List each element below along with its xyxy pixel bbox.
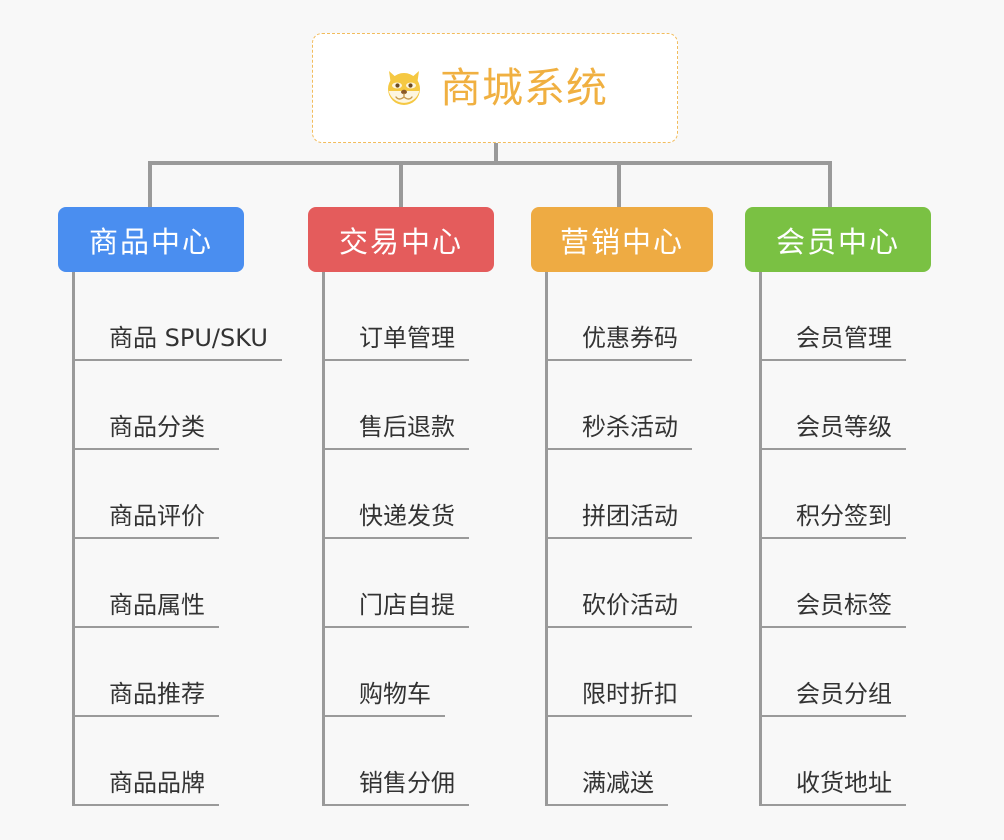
leaf-label: 商品 SPU/SKU — [75, 324, 282, 361]
leaf-item[interactable]: 售后退款 — [325, 361, 558, 450]
root-title: 商城系统 — [440, 63, 608, 112]
leaf-label: 优惠券码 — [548, 324, 692, 361]
category-header-3[interactable]: 营销中心 — [531, 207, 713, 272]
leaf-list-2: 订单管理 售后退款 快递发货 门店自提 购物车 销售分佣 — [322, 272, 558, 806]
leaf-label: 商品分类 — [75, 413, 219, 450]
leaf-item[interactable]: 快递发货 — [325, 450, 558, 539]
leaf-label: 商品推荐 — [75, 680, 219, 717]
leaf-item[interactable]: 商品品牌 — [75, 717, 358, 806]
leaf-list-1: 商品 SPU/SKU 商品分类 商品评价 商品属性 商品推荐 商品品牌 — [72, 272, 358, 806]
leaf-item[interactable]: 优惠券码 — [548, 272, 781, 361]
category-header-4[interactable]: 会员中心 — [745, 207, 931, 272]
connector-drop-4 — [828, 161, 832, 208]
leaf-label: 秒杀活动 — [548, 413, 692, 450]
leaf-label: 限时折扣 — [548, 680, 692, 717]
connector-drop-2 — [399, 161, 403, 208]
leaf-item[interactable]: 购物车 — [325, 628, 558, 717]
leaf-label: 快递发货 — [325, 502, 469, 539]
leaf-label: 商品属性 — [75, 591, 219, 628]
connector-drop-1 — [148, 161, 152, 208]
category-column-3: 营销中心 优惠券码 秒杀活动 拼团活动 砍价活动 限时折扣 满减送 — [531, 207, 781, 806]
category-column-2: 交易中心 订单管理 售后退款 快递发货 门店自提 购物车 销售分佣 — [308, 207, 558, 806]
leaf-list-4: 会员管理 会员等级 积分签到 会员标签 会员分组 收货地址 — [759, 272, 995, 806]
leaf-item[interactable]: 拼团活动 — [548, 450, 781, 539]
connector-drop-3 — [617, 161, 621, 208]
leaf-label: 会员分组 — [762, 680, 906, 717]
leaf-item[interactable]: 商品 SPU/SKU — [75, 272, 358, 361]
leaf-label: 购物车 — [325, 680, 445, 717]
root-node[interactable]: 商城系统 — [312, 33, 678, 143]
shiba-dog-face-icon — [382, 66, 426, 110]
leaf-list-3: 优惠券码 秒杀活动 拼团活动 砍价活动 限时折扣 满减送 — [545, 272, 781, 806]
leaf-item[interactable]: 商品分类 — [75, 361, 358, 450]
leaf-label: 商品评价 — [75, 502, 219, 539]
leaf-item[interactable]: 销售分佣 — [325, 717, 558, 806]
leaf-label: 会员标签 — [762, 591, 906, 628]
leaf-item[interactable]: 商品评价 — [75, 450, 358, 539]
leaf-label: 积分签到 — [762, 502, 906, 539]
leaf-label: 门店自提 — [325, 591, 469, 628]
category-header-2[interactable]: 交易中心 — [308, 207, 494, 272]
leaf-label: 收货地址 — [762, 769, 906, 806]
category-column-1: 商品中心 商品 SPU/SKU 商品分类 商品评价 商品属性 商品推荐 商品品牌 — [58, 207, 358, 806]
leaf-item[interactable]: 会员分组 — [762, 628, 995, 717]
leaf-item[interactable]: 收货地址 — [762, 717, 995, 806]
leaf-label: 会员管理 — [762, 324, 906, 361]
leaf-label: 商品品牌 — [75, 769, 219, 806]
leaf-item[interactable]: 会员等级 — [762, 361, 995, 450]
connector-root-stem — [494, 143, 498, 164]
leaf-item[interactable]: 积分签到 — [762, 450, 995, 539]
leaf-label: 订单管理 — [325, 324, 469, 361]
leaf-label: 拼团活动 — [548, 502, 692, 539]
leaf-item[interactable]: 会员标签 — [762, 539, 995, 628]
leaf-item[interactable]: 会员管理 — [762, 272, 995, 361]
leaf-label: 砍价活动 — [548, 591, 692, 628]
leaf-label: 售后退款 — [325, 413, 469, 450]
leaf-item[interactable]: 秒杀活动 — [548, 361, 781, 450]
category-header-1[interactable]: 商品中心 — [58, 207, 244, 272]
leaf-label: 满减送 — [548, 769, 668, 806]
leaf-label: 会员等级 — [762, 413, 906, 450]
leaf-item[interactable]: 门店自提 — [325, 539, 558, 628]
connector-horizontal-bus — [148, 161, 832, 165]
leaf-item[interactable]: 限时折扣 — [548, 628, 781, 717]
leaf-item[interactable]: 商品属性 — [75, 539, 358, 628]
leaf-item[interactable]: 订单管理 — [325, 272, 558, 361]
leaf-item[interactable]: 商品推荐 — [75, 628, 358, 717]
leaf-item[interactable]: 满减送 — [548, 717, 781, 806]
leaf-label: 销售分佣 — [325, 769, 469, 806]
category-column-4: 会员中心 会员管理 会员等级 积分签到 会员标签 会员分组 收货地址 — [745, 207, 995, 806]
leaf-item[interactable]: 砍价活动 — [548, 539, 781, 628]
